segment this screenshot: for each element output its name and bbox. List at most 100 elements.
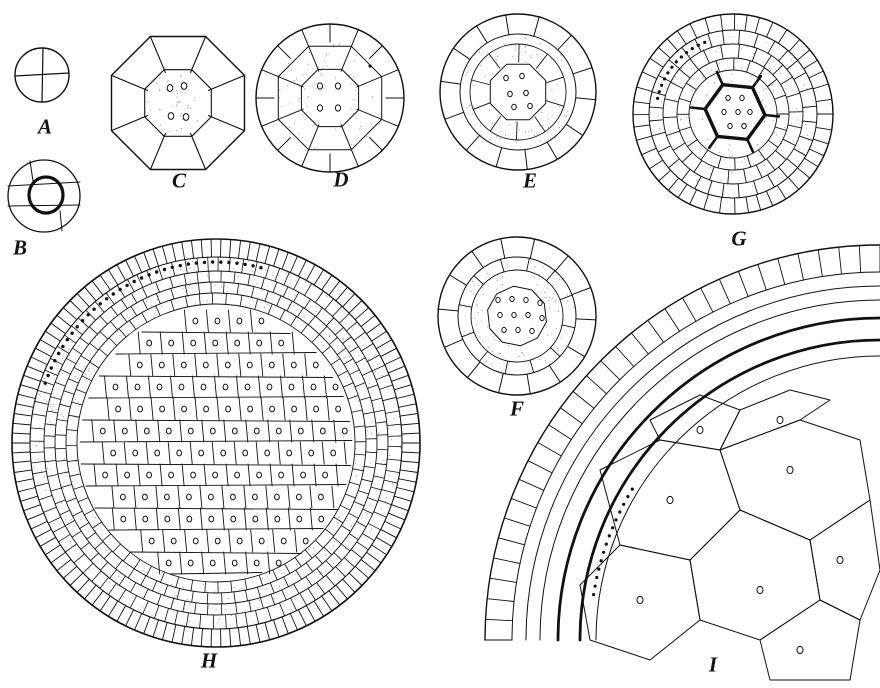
stipple bbox=[252, 271, 253, 272]
cell-nucleus bbox=[697, 426, 703, 433]
stipple bbox=[472, 113, 473, 114]
radial-cell-wall bbox=[525, 150, 527, 170]
stipple bbox=[469, 105, 470, 106]
granule-dot bbox=[703, 41, 706, 44]
radial-cell-wall bbox=[466, 135, 479, 150]
epidermal-wall bbox=[701, 288, 713, 312]
cell-wall-col bbox=[190, 442, 192, 464]
radial-cell-wall bbox=[134, 560, 140, 569]
cell-wall-col bbox=[334, 420, 336, 442]
stipple bbox=[82, 374, 83, 375]
stipple bbox=[751, 75, 752, 76]
radial-cell-wall bbox=[459, 305, 472, 308]
stipple bbox=[489, 110, 490, 111]
stipple bbox=[755, 40, 756, 41]
cell-wall-col bbox=[229, 530, 231, 552]
radial-cell-wall bbox=[334, 517, 343, 523]
cell-nucleus bbox=[317, 83, 322, 89]
granule-dot bbox=[61, 345, 64, 348]
stipple bbox=[53, 375, 54, 376]
radial-cell-wall bbox=[35, 483, 49, 486]
radial-cell-wall bbox=[65, 544, 76, 552]
radial-cell-wall bbox=[77, 294, 89, 307]
radial-cell-wall bbox=[351, 550, 362, 559]
stipple bbox=[781, 143, 782, 144]
stipple bbox=[225, 589, 226, 590]
radial-cell-wall bbox=[287, 301, 292, 311]
stipple bbox=[66, 449, 67, 450]
stipple bbox=[171, 584, 172, 585]
granule-dot bbox=[70, 332, 73, 335]
radial-cell-wall bbox=[454, 48, 471, 59]
stipple bbox=[382, 375, 383, 376]
radial-cell-wall bbox=[385, 411, 399, 414]
stipple bbox=[191, 589, 192, 590]
radial-cell-wall bbox=[496, 148, 502, 167]
radial-cell-wall bbox=[234, 272, 235, 283]
radial-cell-wall bbox=[723, 31, 725, 45]
radial-cell-wall bbox=[144, 617, 150, 634]
cell-nucleus bbox=[298, 428, 303, 434]
radial-cell-wall bbox=[296, 570, 302, 579]
stipple bbox=[71, 519, 72, 520]
stipple bbox=[732, 155, 733, 156]
stipple bbox=[534, 135, 535, 136]
stipple bbox=[383, 460, 384, 461]
stipple bbox=[172, 106, 173, 107]
stipple bbox=[676, 101, 677, 102]
stipple bbox=[333, 45, 334, 46]
stipple bbox=[465, 75, 466, 76]
cell-wall-col bbox=[310, 486, 312, 508]
radial-cell-wall bbox=[381, 529, 397, 537]
stipple bbox=[543, 266, 544, 267]
cell-nucleus bbox=[111, 450, 116, 456]
granule-dot bbox=[81, 319, 84, 322]
radial-cell-wall bbox=[768, 41, 775, 53]
cell-nucleus bbox=[235, 472, 240, 478]
radial-cell-wall bbox=[331, 359, 340, 365]
stipple bbox=[361, 327, 362, 328]
stipple bbox=[144, 568, 145, 569]
cell-nucleus bbox=[498, 312, 502, 317]
stipple bbox=[483, 294, 484, 295]
stipple bbox=[43, 499, 44, 500]
stipple bbox=[335, 129, 336, 130]
stipple bbox=[478, 312, 479, 313]
radial-cell-wall bbox=[182, 242, 185, 260]
radial-cell-wall bbox=[343, 383, 353, 387]
stipple bbox=[264, 307, 265, 308]
radial-cell-wall bbox=[355, 566, 369, 578]
cell-wall-col bbox=[295, 530, 297, 552]
stipple bbox=[676, 59, 677, 60]
radial-cell-wall bbox=[368, 523, 380, 530]
radial-cell-wall bbox=[256, 610, 259, 624]
granule-dot bbox=[147, 273, 150, 276]
stipple bbox=[231, 615, 232, 616]
radial-cell-wall bbox=[754, 181, 758, 194]
radial-cell-wall bbox=[57, 315, 71, 326]
cell-wall-col bbox=[344, 442, 346, 464]
radial-cell-wall bbox=[200, 614, 201, 628]
radial-cell-wall bbox=[708, 34, 712, 47]
cell-wall-col bbox=[283, 398, 285, 420]
stipple bbox=[496, 289, 497, 290]
stipple bbox=[362, 473, 363, 474]
cell-nucleus bbox=[314, 406, 319, 412]
stipple bbox=[221, 287, 222, 288]
stipple bbox=[44, 476, 45, 477]
stipple bbox=[472, 281, 473, 282]
stipple bbox=[265, 270, 266, 271]
radial-cell-wall bbox=[121, 299, 127, 308]
stipple bbox=[661, 101, 662, 102]
radial-cell-wall bbox=[39, 495, 52, 499]
radial-cell-wall bbox=[100, 275, 110, 290]
radial-cell-wall bbox=[40, 340, 56, 349]
stipple bbox=[192, 261, 193, 262]
radial-cell-wall bbox=[284, 272, 290, 285]
stipple bbox=[492, 351, 493, 352]
stipple bbox=[525, 132, 526, 133]
stipple bbox=[384, 410, 385, 411]
cell-nucleus bbox=[191, 472, 196, 478]
stipple bbox=[56, 409, 57, 410]
stipple bbox=[231, 282, 232, 283]
